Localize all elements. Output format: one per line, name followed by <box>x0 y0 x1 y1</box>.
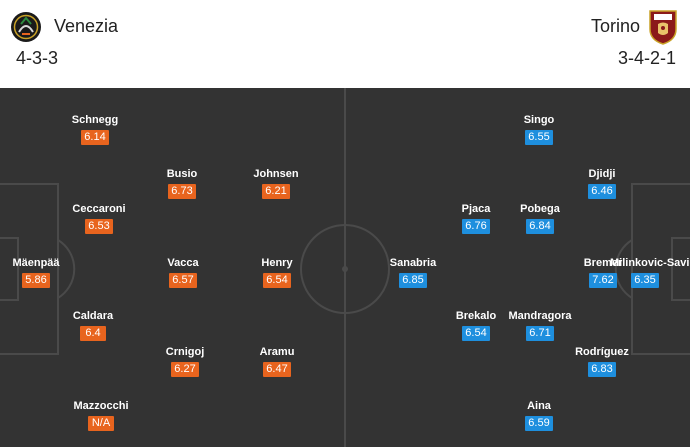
home-player[interactable]: Caldara 6.4 <box>58 309 128 341</box>
away-team-name[interactable]: Torino <box>590 16 640 36</box>
player-name: Sanabria <box>389 257 437 269</box>
player-name: Pobega <box>520 203 560 215</box>
player-name: Mandragora <box>508 310 572 322</box>
away-formation: 3-4-2-1 <box>617 48 676 68</box>
away-player[interactable]: Milinkovic-Savic 6.35 <box>610 256 690 288</box>
player-name: Djidji <box>588 168 616 180</box>
player-rating: 6.83 <box>588 362 616 377</box>
player-name: Aramu <box>259 346 295 358</box>
player-rating: 6.76 <box>462 219 490 234</box>
player-rating: N/A <box>88 416 114 431</box>
home-player[interactable]: Henry 6.54 <box>242 256 312 288</box>
player-name: Vacca <box>167 257 199 269</box>
player-name: Brekalo <box>455 310 497 322</box>
player-name: Mazzocchi <box>73 400 129 412</box>
player-rating: 6.57 <box>169 273 197 288</box>
player-rating: 6.54 <box>263 273 291 288</box>
player-rating: 6.71 <box>526 326 554 341</box>
player-name: Bremer <box>583 257 623 269</box>
home-player[interactable]: Johnsen 6.21 <box>241 167 311 199</box>
player-rating: 6.55 <box>525 130 553 145</box>
home-player[interactable]: Mazzocchi N/A <box>66 399 136 431</box>
pitch: Schnegg 6.14 Busio 6.73 Johnsen 6.21 Cec… <box>0 88 690 447</box>
player-rating: 6.46 <box>588 184 616 199</box>
away-player[interactable]: Pobega 6.84 <box>505 202 575 234</box>
home-player[interactable]: Ceccaroni 6.53 <box>64 202 134 234</box>
player-rating: 6.14 <box>81 130 109 145</box>
away-player[interactable]: Singo 6.55 <box>504 113 574 145</box>
torino-crest-icon[interactable] <box>648 9 678 45</box>
player-name: Aina <box>527 400 551 412</box>
player-name: Rodríguez <box>575 346 629 358</box>
player-name: Crnigoj <box>165 346 205 358</box>
venezia-crest-icon[interactable] <box>10 11 42 43</box>
player-name: Schnegg <box>71 114 119 126</box>
player-rating: 6.27 <box>171 362 199 377</box>
match-header: Venezia 4-3-3 Torino 3-4-2-1 <box>0 0 690 88</box>
away-player[interactable]: Aina 6.59 <box>504 399 574 431</box>
pitch-markings <box>0 88 690 447</box>
away-player[interactable]: Mandragora 6.71 <box>505 309 575 341</box>
away-player[interactable]: Bremer 7.62 <box>568 256 638 288</box>
home-team-name[interactable]: Venezia <box>54 16 119 36</box>
player-name: Ceccaroni <box>72 203 126 215</box>
away-player[interactable]: Djidji 6.46 <box>567 167 637 199</box>
player-name: Singo <box>523 114 555 126</box>
player-rating: 6.84 <box>526 219 554 234</box>
home-player[interactable]: Mäenpää 5.86 <box>1 256 71 288</box>
player-rating: 6.85 <box>399 273 427 288</box>
player-rating: 7.62 <box>589 273 617 288</box>
player-name: Caldara <box>72 310 114 322</box>
away-player[interactable]: Rodríguez 6.83 <box>567 345 637 377</box>
player-name: Johnsen <box>253 168 299 180</box>
player-rating: 6.53 <box>85 219 113 234</box>
player-rating: 6.59 <box>525 416 553 431</box>
away-player[interactable]: Brekalo 6.54 <box>441 309 511 341</box>
player-rating: 6.4 <box>80 326 106 341</box>
home-player[interactable]: Schnegg 6.14 <box>60 113 130 145</box>
home-player[interactable]: Busio 6.73 <box>147 167 217 199</box>
player-rating: 6.35 <box>631 273 659 288</box>
player-name: Milinkovic-Savic <box>610 257 690 269</box>
player-name: Pjaca <box>461 203 491 215</box>
home-player[interactable]: Vacca 6.57 <box>148 256 218 288</box>
home-player[interactable]: Aramu 6.47 <box>242 345 312 377</box>
home-player[interactable]: Crnigoj 6.27 <box>150 345 220 377</box>
player-rating: 6.21 <box>262 184 290 199</box>
player-rating: 6.47 <box>263 362 291 377</box>
player-name: Mäenpää <box>12 257 60 269</box>
home-formation: 4-3-3 <box>16 48 59 68</box>
away-player[interactable]: Pjaca 6.76 <box>441 202 511 234</box>
player-name: Henry <box>261 257 293 269</box>
player-rating: 6.54 <box>462 326 490 341</box>
player-name: Busio <box>166 168 198 180</box>
player-rating: 6.73 <box>168 184 196 199</box>
player-rating: 5.86 <box>22 273 50 288</box>
away-player[interactable]: Sanabria 6.85 <box>378 256 448 288</box>
